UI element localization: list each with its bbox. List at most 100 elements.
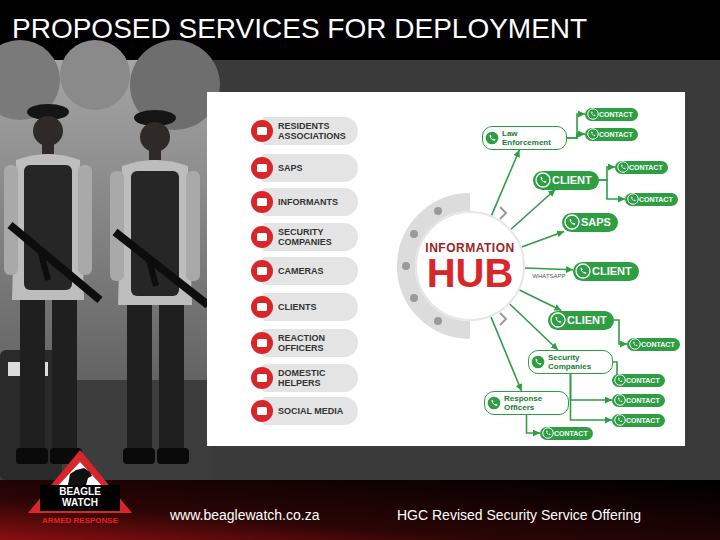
node-text: CLIENTS	[278, 302, 317, 312]
leg	[127, 305, 152, 450]
phone-glyph	[618, 418, 623, 423]
icon-disc	[565, 215, 579, 229]
icon-disc	[485, 131, 499, 145]
node-text: CONTACT	[599, 110, 633, 119]
node-text: CONTACT	[554, 429, 588, 438]
source-icon	[250, 259, 274, 283]
phone-glyph	[491, 399, 497, 405]
phone-glyph	[541, 177, 547, 183]
footer-url: www.beaglewatch.co.za	[170, 507, 319, 523]
icon-glyph	[257, 164, 267, 172]
arm	[78, 165, 92, 275]
icon-disc	[576, 264, 590, 278]
whatsapp-icon	[530, 354, 546, 370]
phone-glyph	[546, 431, 551, 436]
source-pill: CLIENTS	[262, 293, 358, 321]
icon-disc	[487, 396, 501, 410]
icon-glyph	[257, 267, 267, 275]
leg	[159, 305, 184, 450]
whatsapp-icon	[550, 312, 566, 328]
logo-band	[40, 485, 120, 511]
head	[33, 116, 63, 146]
connector	[519, 290, 561, 310]
icon-glyph	[257, 303, 267, 311]
guards-photo	[0, 40, 220, 480]
whatsapp-icon	[587, 108, 599, 120]
arm	[110, 171, 124, 281]
node-text: CONTACT	[626, 396, 660, 405]
source-icon	[250, 156, 274, 180]
contact-pill: CONTACT	[585, 128, 638, 141]
ring-icon	[434, 207, 442, 215]
arm	[4, 165, 18, 275]
node-text: CLIENT	[567, 314, 607, 327]
client-pill: CLIENT	[533, 171, 599, 190]
whatsapp-icon	[542, 427, 554, 439]
rifle-magazine	[40, 250, 48, 280]
phone-glyph	[535, 358, 541, 364]
phone-glyph	[591, 132, 596, 137]
ring-icon	[500, 313, 506, 325]
beagle-watch-logo	[28, 450, 132, 513]
icon-disc	[615, 415, 626, 426]
node-text: SOCIAL MEDIA	[278, 406, 343, 416]
phone-glyph	[581, 268, 587, 274]
contact-pill: CONTACT	[627, 338, 680, 351]
client-pill: SAPS	[562, 213, 618, 232]
edge-label: WHATSAPP	[531, 273, 566, 279]
source-pill: INFORMANTS	[262, 188, 358, 216]
phone-glyph	[621, 165, 626, 170]
tree	[60, 40, 130, 110]
node-text: INFORMATION	[425, 241, 514, 255]
agency-pill: Response Officers	[484, 391, 569, 415]
source-icon	[250, 295, 274, 319]
footer-bar	[0, 480, 720, 540]
contact-pill: CONTACT	[615, 161, 668, 174]
ring-icon	[410, 230, 418, 238]
node-text: RESIDENTS ASSOCIATIONS	[278, 121, 354, 141]
node-text: Response Officers	[504, 394, 562, 412]
whatsapp-icon	[564, 214, 580, 230]
icon-disc	[251, 157, 273, 179]
whatsapp-icon	[486, 395, 502, 411]
leg	[52, 300, 77, 450]
agency-pill: Law Enforcement	[482, 126, 567, 150]
icon-disc	[630, 339, 641, 350]
node-text: CONTACT	[626, 376, 660, 385]
node-text: HUB	[427, 255, 514, 291]
icon-disc	[615, 375, 626, 386]
logo-tagline: ARMED RESPONSE	[20, 516, 140, 525]
connector	[525, 268, 573, 270]
node-text: DOMESTIC HELPERS	[278, 368, 354, 388]
source-icon	[250, 190, 274, 214]
icon-disc	[618, 162, 629, 173]
phone-glyph	[633, 342, 638, 347]
contact-pill: CONTACT	[612, 374, 665, 387]
icon-disc	[251, 367, 273, 389]
icon-disc	[588, 129, 599, 140]
icon-glyph	[257, 198, 267, 206]
node-text: CONTACT	[626, 416, 660, 425]
connector	[567, 114, 585, 138]
node-text: CAMERAS	[278, 266, 324, 276]
logo-triangle	[28, 450, 132, 513]
node-text: CONTACT	[599, 130, 633, 139]
hub-circle: INFORMATIONHUB	[415, 211, 525, 321]
agency-pill: Security Companies	[528, 350, 613, 374]
source-pill: SAPS	[262, 154, 358, 182]
phone-glyph	[618, 398, 623, 403]
phone-glyph	[618, 378, 623, 383]
source-icon	[250, 366, 274, 390]
boot	[16, 448, 48, 464]
boot	[123, 448, 155, 464]
node-text: CONTACT	[629, 163, 663, 172]
node-text: Law Enforcement	[502, 129, 560, 147]
node-text: SECURITY COMPANIES	[278, 227, 354, 247]
client-pill: CLIENT	[573, 262, 639, 281]
whatsapp-icon	[614, 374, 626, 386]
icon-disc	[615, 395, 626, 406]
connector	[511, 190, 555, 230]
ring-icon	[500, 207, 506, 219]
